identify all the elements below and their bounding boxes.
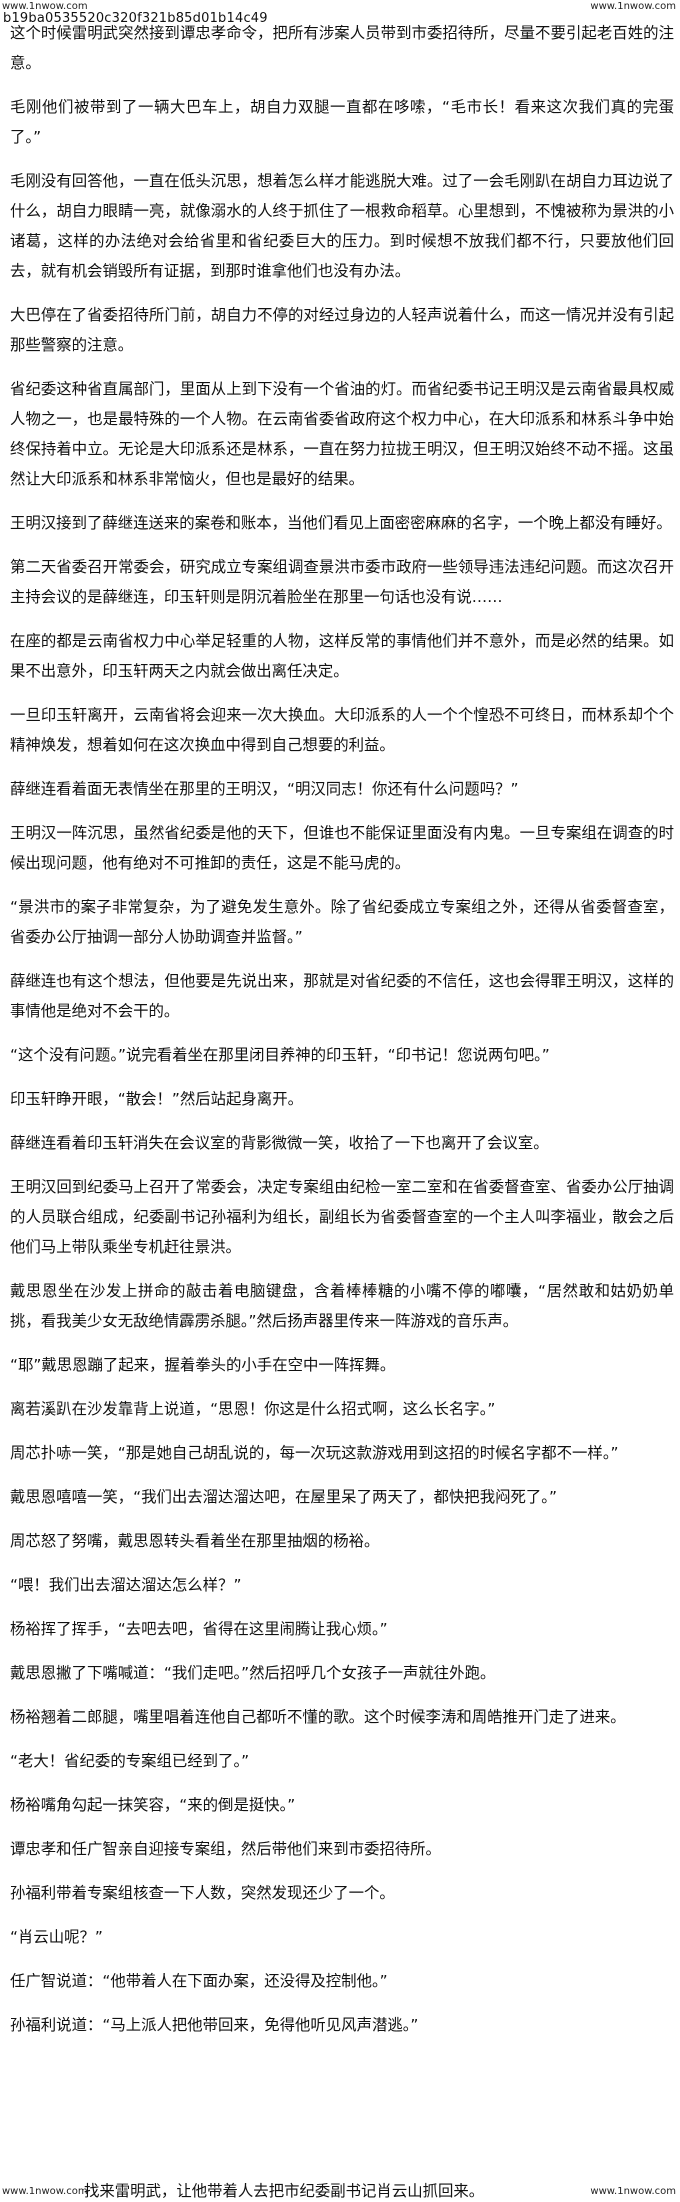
paragraph: 王明汉一阵沉思，虽然省纪委是他的天下，但谁也不能保证里面没有内鬼。一旦专案组在调… [10,824,674,872]
paragraph: 第二天省委召开常委会，研究成立专案组调查景洪市委市政府一些领导违法违纪问题。而这… [10,558,674,606]
watermark-top-left: www.1nwow.com [2,1,88,12]
watermark-top-right: www.1nwow.com [590,1,676,12]
paragraph: 戴思恩嘻嘻一笑，“我们出去溜达溜达吧，在屋里呆了两天了，都快把我闷死了。” [10,1488,557,1506]
paragraph: 谭忠孝和任广智亲自迎接专案组，然后带他们来到市委招待所。 [10,1840,441,1858]
paragraph: 戴思恩坐在沙发上拼命的敲击着电脑键盘，含着棒棒糖的小嘴不停的嘟囔，“居然敢和姑奶… [10,1282,674,1330]
page-header: www.1nwow.com www.1nwow.com b19ba0535520… [0,0,680,26]
paragraph: 薛继连看着印玉轩消失在会议室的背影微微一笑，收拾了一下也离开了会议室。 [10,1134,549,1152]
paragraph: 毛刚他们被带到了一辆大巴车上，胡自力双腿一直都在哆嗦，“毛市长！看来这次我们真的… [10,98,674,146]
paragraph: “肖云山呢？” [10,1928,103,1946]
paragraph: 王明汉接到了薛继连送来的案卷和账本，当他们看见上面密密麻麻的名字，一个晚上都没有… [10,514,672,532]
paragraph: 周芯怒了努嘴，戴思恩转头看着坐在那里抽烟的杨裕。 [10,1532,380,1550]
watermark-bottom-left: www.1nwow.com [2,2186,88,2197]
paragraph: 大巴停在了省委招待所门前，胡自力不停的对经过身边的人轻声说着什么，而这一情况并没… [10,306,674,354]
paragraph: 孙福利带着专案组核查一下人数，突然发现还少了一个。 [10,1884,395,1902]
paragraph: 杨裕翘着二郎腿，嘴里唱着连他自己都听不懂的歌。这个时候李涛和周皓推开门走了进来。 [10,1708,626,1726]
paragraph: 王明汉回到纪委马上召开了常委会，决定专案组由纪检一室二室和在省委督查室、省委办公… [10,1178,674,1256]
paragraph: 这个时候雷明武突然接到谭忠孝命令，把所有涉案人员带到市委招待所，尽量不要引起老百… [10,24,674,72]
paragraph: 省纪委这种省直属部门，里面从上到下没有一个省油的灯。而省纪委书记王明汉是云南省最… [10,380,674,488]
paragraph: 孙福利说道：“马上派人把他带回来，免得他听见风声潜逃。” [10,2016,419,2034]
paragraph: 任广智说道：“他带着人在下面办案，还没得及控制他。” [10,1972,388,1990]
paragraph: 薛继连也有这个想法，但他要是先说出来，那就是对省纪委的不信任，这也会得罪王明汉，… [10,972,674,1020]
paragraph: 一旦印玉轩离开，云南省将会迎来一次大换血。大印派系的人一个个惶恐不可终日，而林系… [10,706,674,754]
paragraph: 戴思恩撇了下嘴喊道：“我们走吧。”然后招呼几个女孩子一声就往外跑。 [10,1664,496,1682]
paragraph: 杨裕嘴角勾起一抹笑容，“来的倒是挺快。” [10,1796,296,1814]
paragraph: “老大！省纪委的专案组已经到了。” [10,1752,250,1770]
paragraph: 毛刚没有回答他，一直在低头沉思，想着怎么样才能逃脱大难。过了一会毛刚趴在胡自力耳… [10,172,674,280]
paragraph: “喂！我们出去溜达溜达怎么样？” [10,1576,242,1594]
document-id: b19ba0535520c320f321b85d01b14c49 [3,11,268,26]
paragraph: “景洪市的案子非常复杂，为了避免发生意外。除了省纪委成立专案组之外，还得从省委督… [10,898,674,946]
paragraph: 离若溪趴在沙发靠背上说道，“思恩！你这是什么招式啊，这么长名字。” [10,1400,496,1418]
article-body: 这个时候雷明武突然接到谭忠孝命令，把所有涉案人员带到市委招待所，尽量不要引起老百… [10,18,674,2054]
page-footer: www.1nwow.com 找来雷明武，让他带着人去把市纪委副书记肖云山抓回来。… [0,2180,680,2202]
cut-off-line: 找来雷明武，让他带着人去把市纪委副书记肖云山抓回来。 [84,2182,485,2200]
paragraph: 在座的都是云南省权力中心举足轻重的人物，这样反常的事情他们并不意外，而是必然的结… [10,632,674,680]
paragraph: 印玉轩睁开眼，“散会！”然后站起身离开。 [10,1090,303,1108]
paragraph: “耶”戴思恩蹦了起来，握着拳头的小手在空中一阵挥舞。 [10,1356,396,1374]
paragraph: “这个没有问题。”说完看着坐在那里闭目养神的印玉轩，“印书记！您说两句吧。” [10,1046,550,1064]
paragraph: 杨裕挥了挥手，“去吧去吧，省得在这里闹腾让我心烦。” [10,1620,388,1638]
watermark-bottom-right: www.1nwow.com [590,2186,676,2197]
paragraph: 周芯扑哧一笑，“那是她自己胡乱说的，每一次玩这款游戏用到这招的时候名字都不一样。… [10,1444,619,1462]
paragraph: 薛继连看着面无表情坐在那里的王明汉，“明汉同志！你还有什么问题吗？” [10,780,519,798]
